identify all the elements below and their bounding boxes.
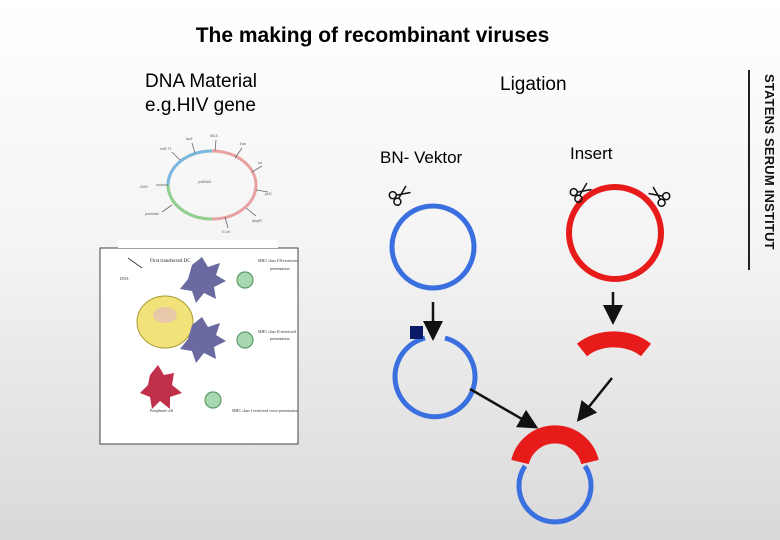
svg-text:MHC class I/II-restricted: MHC class I/II-restricted: [258, 258, 298, 263]
svg-text:Kan: Kan: [240, 142, 246, 146]
svg-text:promoter: promoter: [145, 212, 160, 216]
bn-vektor-label: BN- Vektor: [380, 148, 463, 167]
vector-plasmid-circle: [389, 203, 477, 291]
insert-plasmid-circle: [566, 184, 664, 282]
vector-end-marker: [410, 326, 423, 339]
svg-text:pUC: pUC: [265, 192, 272, 196]
svg-text:presentation: presentation: [270, 336, 290, 341]
institute-side-label: STATENS SERUM INSTITUT: [762, 74, 777, 250]
svg-text:MHC class I restricted cross-p: MHC class I restricted cross-presentatio…: [232, 408, 298, 413]
scissors-icon: [569, 182, 592, 203]
svg-text:presentation: presentation: [270, 266, 290, 271]
scissors-icon: [388, 185, 411, 206]
insert-fragment: [576, 331, 652, 357]
vector-ligation-arrow: [469, 387, 539, 429]
svg-text:DNA: DNA: [120, 276, 129, 281]
insert-label: Insert: [570, 144, 613, 163]
linearized-vector: [392, 335, 478, 420]
svg-text:lacZ: lacZ: [186, 137, 193, 141]
ligated-vector: [516, 464, 594, 525]
svg-text:pcDNA3: pcDNA3: [198, 180, 211, 184]
svg-text:First transfected DC: First transfected DC: [150, 259, 191, 264]
svg-text:ori: ori: [258, 161, 262, 165]
svg-text:AmpR: AmpR: [252, 219, 262, 223]
dna-material-label: DNA Material e.g.HIV gene: [145, 70, 257, 118]
svg-text:MHC class II-restricted: MHC class II-restricted: [258, 329, 296, 334]
dna-material-line1: DNA Material: [145, 71, 257, 92]
svg-text:f1 ori: f1 ori: [222, 230, 230, 234]
ligation-label: Ligation: [500, 74, 567, 95]
side-divider: [748, 70, 750, 270]
plasmid-map-thumbnail: rrnB T1 lacZ MCS Kan ori pUC AmpR f1 ori pro…: [140, 134, 272, 234]
dna-material-line2: e.g.HIV gene: [145, 95, 256, 116]
slide-title: The making of recombinant viruses: [195, 24, 550, 47]
insert-ligation-arrow: [576, 377, 613, 422]
dendritic-cell-figure: First transfected DC MHC class I/II-rest…: [99, 240, 299, 445]
svg-text:MCS: MCS: [210, 134, 218, 138]
ligated-insert: [511, 425, 599, 465]
svg-text:CMV: CMV: [140, 185, 148, 189]
svg-text:Peripheral cell: Peripheral cell: [150, 408, 174, 413]
scissors-icon: [648, 186, 671, 207]
svg-text:rrnB T1: rrnB T1: [160, 147, 172, 151]
